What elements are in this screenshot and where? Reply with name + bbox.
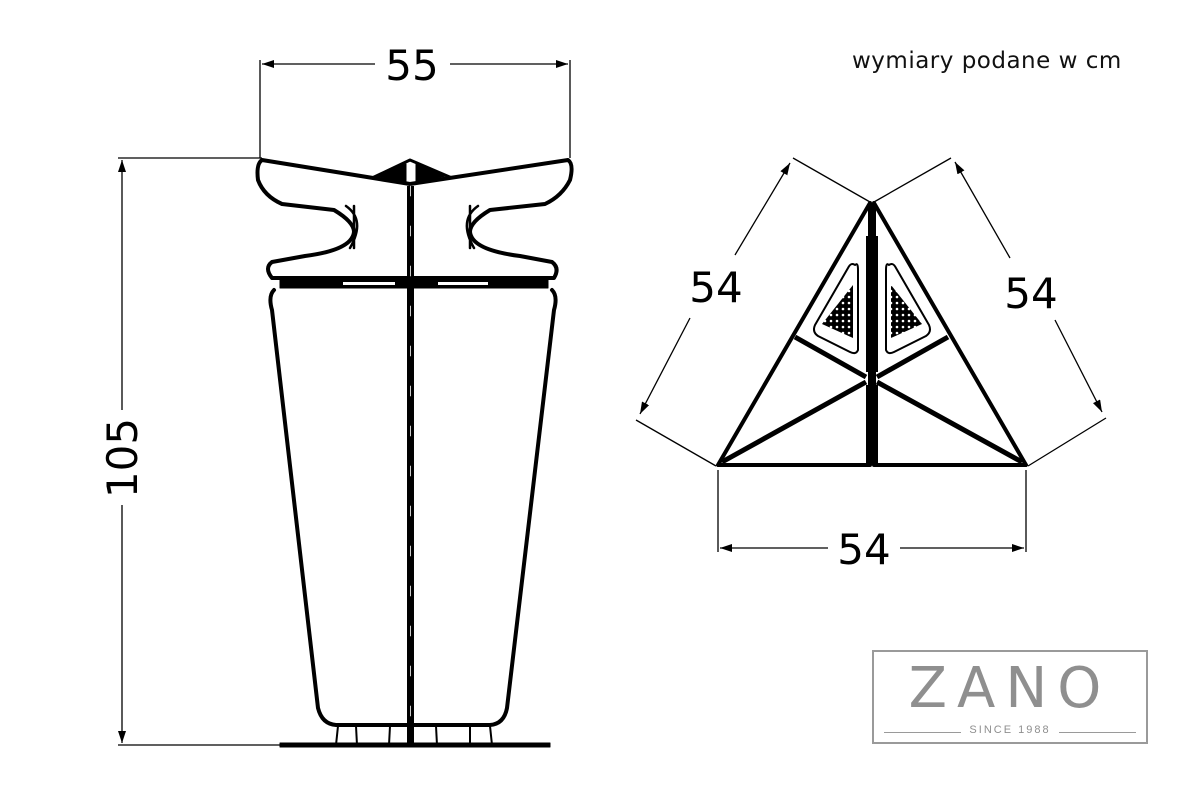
bin-top-view [716,201,1028,467]
right-side-label: 54 [1004,269,1057,318]
height-label: 105 [98,418,147,498]
width-label: 55 [385,41,438,90]
height-dimension [118,157,282,746]
bottom-side-label: 54 [837,525,890,574]
width-dimension [259,60,571,158]
top-view-dimensions [635,157,1107,552]
dimensions-note: wymiary podane w cm [852,48,1122,74]
logo-wordmark: ZANO [908,656,1112,721]
zano-logo: ZANO SINCE 1988 [872,650,1148,744]
left-side-label: 54 [689,263,742,312]
bin-side-view [255,158,574,748]
logo-tagline: SINCE 1988 [961,724,1059,736]
